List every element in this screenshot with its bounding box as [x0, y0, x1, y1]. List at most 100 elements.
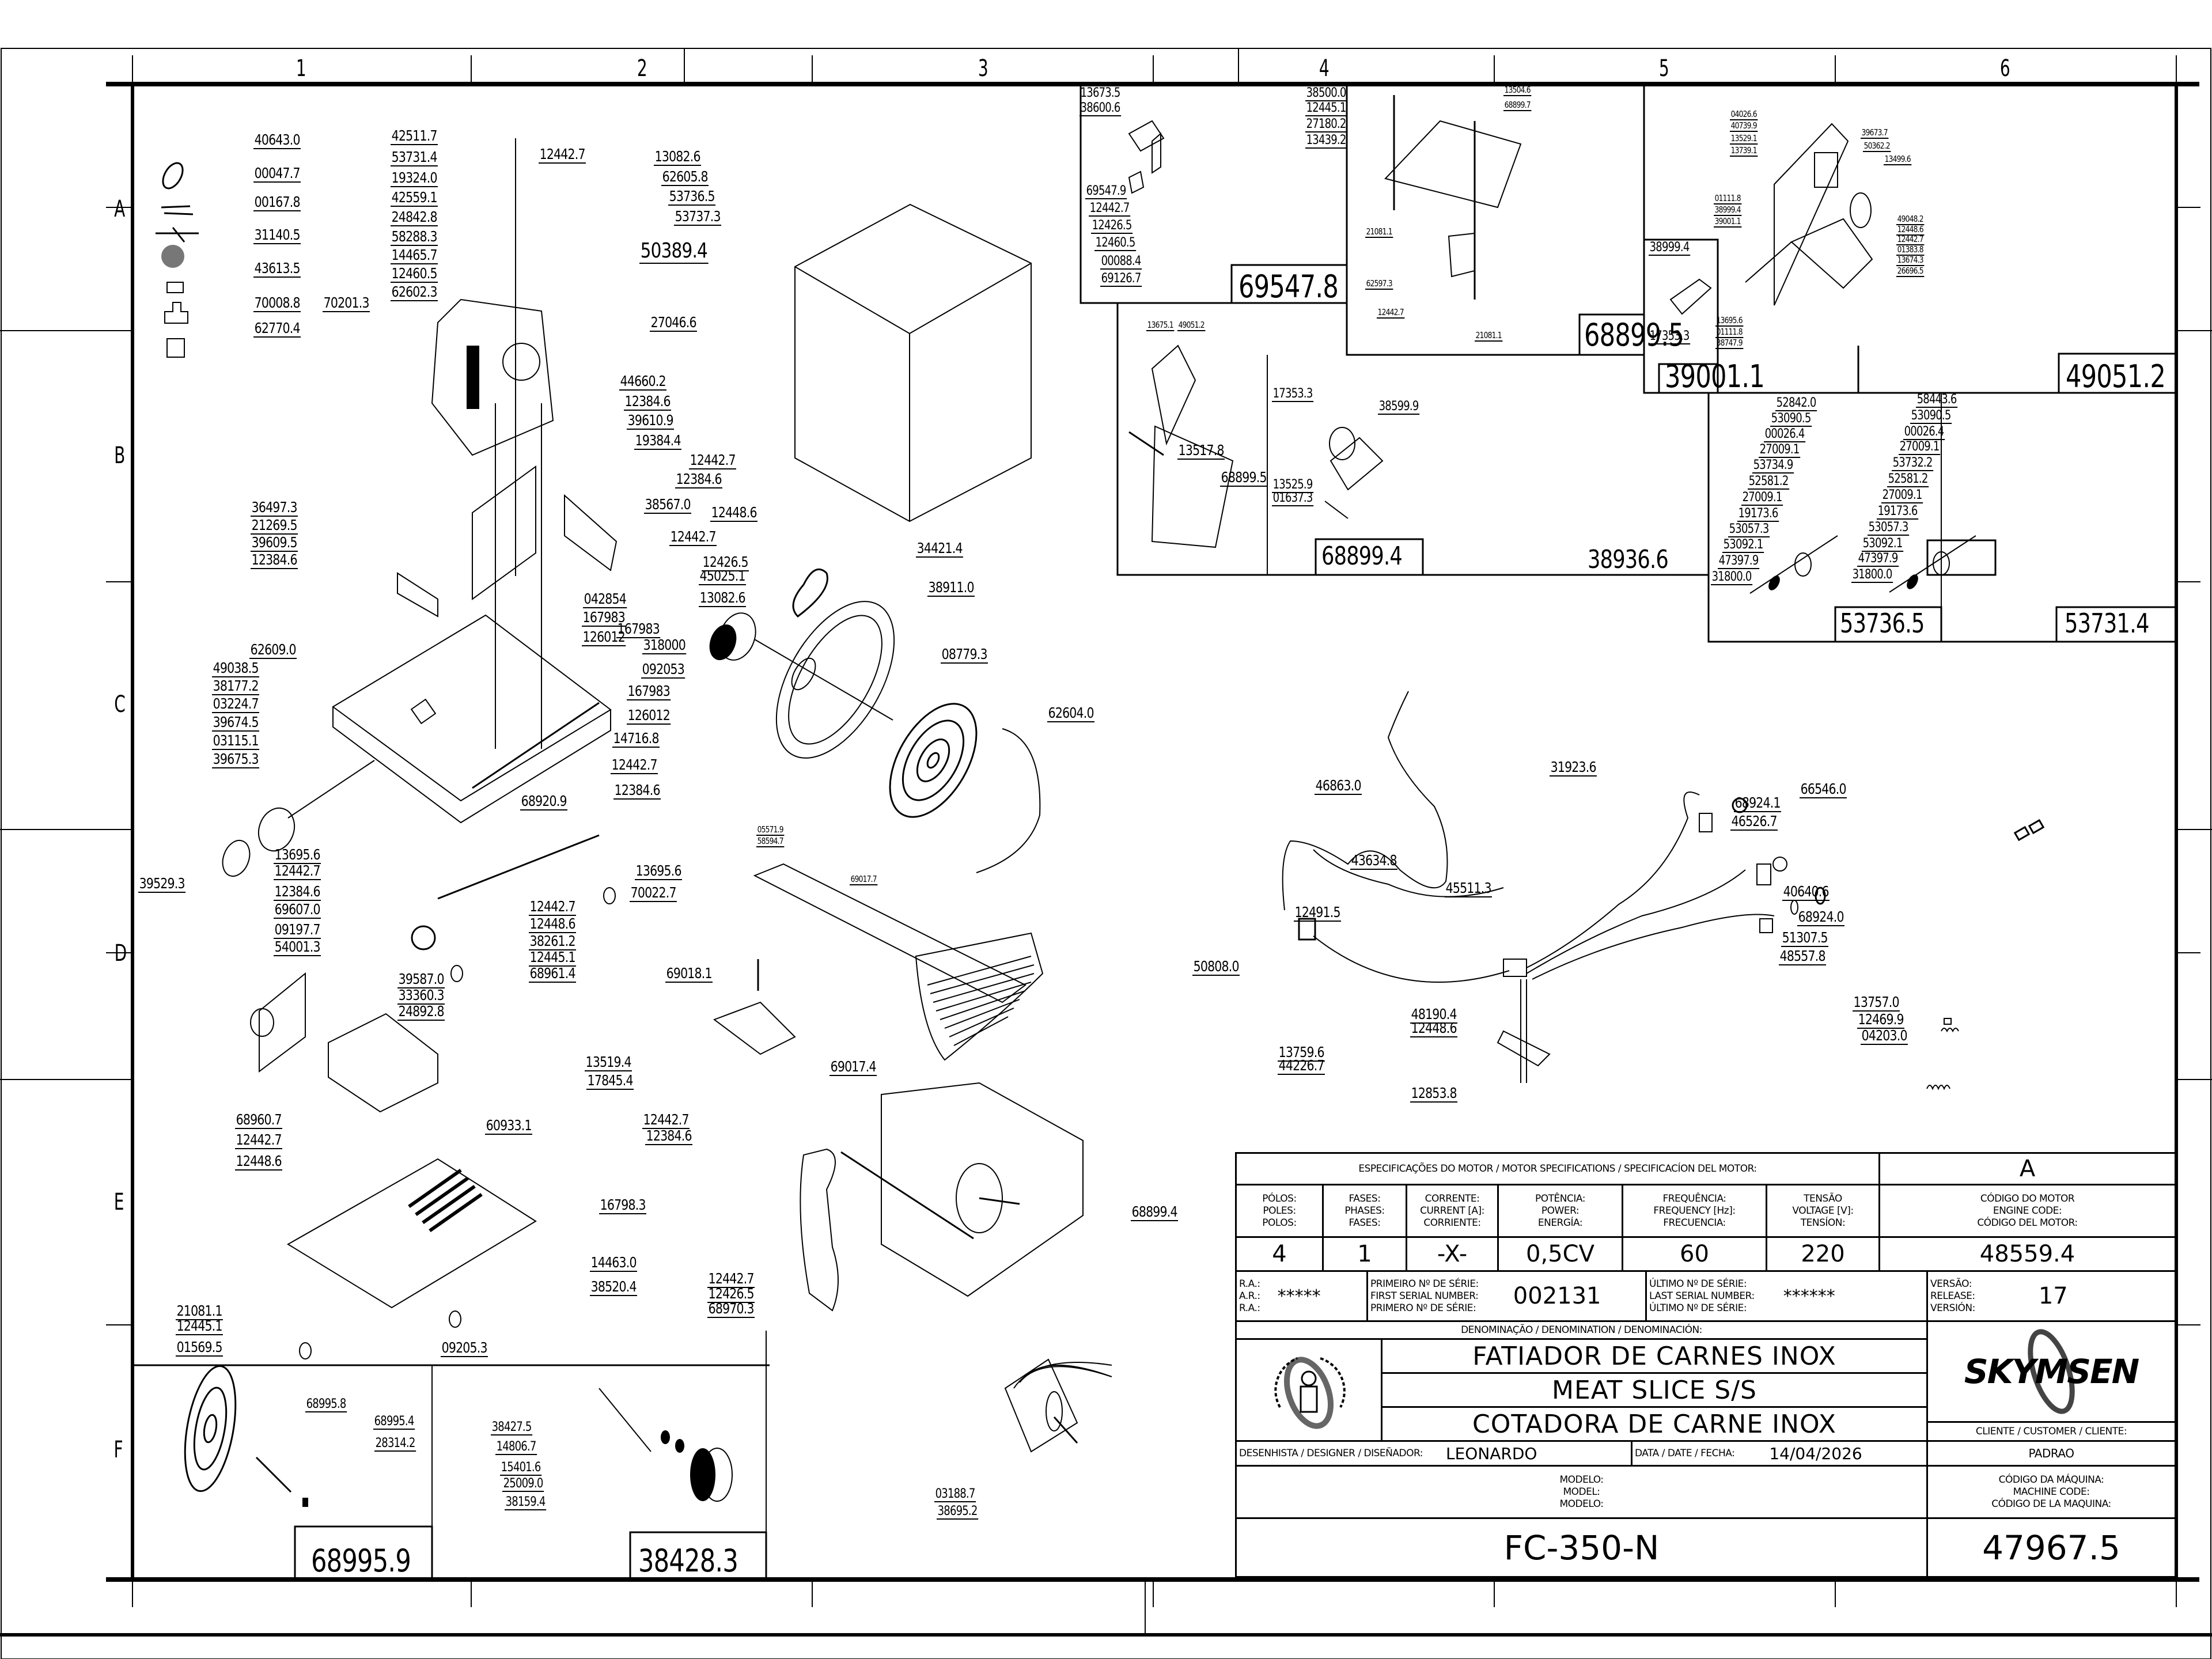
part-label[interactable]: 39610.9	[627, 412, 675, 430]
part-label[interactable]: 69126.7	[1100, 271, 1142, 287]
part-label[interactable]: 52842.0	[1775, 396, 1817, 411]
part-label[interactable]: 70008.8	[253, 294, 301, 312]
part-label[interactable]: 68970.3	[707, 1300, 755, 1318]
part-label[interactable]: 68920.9	[520, 793, 568, 810]
part-label[interactable]: 58443.6	[1916, 392, 1958, 408]
part-label[interactable]: 38999.4	[1649, 240, 1691, 256]
part-label[interactable]: 31923.6	[1550, 759, 1597, 777]
part-label[interactable]: 62609.0	[249, 641, 297, 659]
part-label[interactable]: 68995.4	[373, 1414, 415, 1430]
part-label[interactable]: 50362.2	[1863, 141, 1891, 152]
part-label[interactable]: 47397.9	[1857, 551, 1899, 567]
part-label[interactable]: 05571.9	[756, 824, 785, 836]
part-label[interactable]: 53057.3	[1868, 520, 1910, 536]
part-label[interactable]: 00088.4	[1100, 254, 1142, 270]
part-label[interactable]: 092053	[641, 661, 685, 679]
part-label[interactable]: 52581.2	[1887, 472, 1929, 487]
part-label[interactable]: 68995.8	[305, 1397, 347, 1412]
part-label[interactable]: 46863.0	[1315, 777, 1362, 795]
part-label[interactable]: 13439.2	[1305, 133, 1347, 149]
part-label[interactable]: 68899.5	[1220, 469, 1268, 487]
part-label[interactable]: 13082.6	[699, 589, 747, 607]
part-label[interactable]: 01637.3	[1272, 491, 1314, 506]
part-label[interactable]: 04026.6	[1730, 109, 1758, 120]
part-label[interactable]: 00026.4	[1903, 425, 1945, 440]
part-label[interactable]: 24842.8	[391, 209, 438, 226]
part-label[interactable]: 38599.9	[1378, 399, 1420, 415]
part-label[interactable]: 53731.4	[391, 149, 438, 166]
part-label[interactable]: 12442.7	[689, 452, 737, 469]
part-label[interactable]: 13695.6	[274, 846, 321, 864]
part-label[interactable]: 38567.0	[644, 496, 692, 514]
part-label[interactable]: 13739.1	[1730, 145, 1758, 157]
part-label[interactable]: 40643.0	[253, 131, 301, 149]
part-label[interactable]: 12445.1	[529, 949, 577, 967]
part-label[interactable]: 13757.0	[1853, 994, 1900, 1012]
part-label[interactable]: 53736.5	[668, 188, 716, 206]
part-label[interactable]: 62597.3	[1365, 278, 1393, 290]
part-label[interactable]: 43613.5	[253, 260, 301, 278]
part-label[interactable]: 31800.0	[1711, 570, 1753, 585]
part-label[interactable]: 45025.1	[699, 567, 747, 585]
part-label[interactable]: 38747.9	[1715, 338, 1744, 349]
part-label[interactable]: 53734.9	[1752, 458, 1794, 474]
part-label[interactable]: 17353.3	[1272, 387, 1314, 402]
part-label[interactable]: 12445.1	[1305, 101, 1347, 116]
part-label[interactable]: 13499.6	[1884, 154, 1912, 165]
part-label[interactable]: 12448.6	[1896, 224, 1925, 236]
part-label[interactable]: 12426.5	[1091, 218, 1133, 234]
part-label[interactable]: 19173.6	[1737, 506, 1779, 522]
part-label[interactable]: 39001.1	[1714, 216, 1742, 228]
part-label[interactable]: 01383.8	[1896, 244, 1925, 256]
part-label[interactable]: 14465.7	[391, 247, 438, 264]
part-label[interactable]: 68899.7	[1503, 100, 1532, 111]
part-label[interactable]: 27009.1	[1759, 442, 1801, 458]
part-label[interactable]: 04203.0	[1861, 1027, 1908, 1045]
part-label[interactable]: 58288.3	[391, 228, 438, 246]
part-label[interactable]: 51307.5	[1781, 929, 1829, 947]
part-label[interactable]: 21081.1	[1365, 226, 1393, 238]
part-label[interactable]: 69018.1	[665, 965, 713, 983]
part-label[interactable]: 042854	[583, 590, 627, 608]
part-label[interactable]: 167983	[627, 683, 671, 700]
part-label[interactable]: 12384.6	[274, 883, 321, 901]
part-label[interactable]: 34421.4	[916, 540, 964, 558]
part-label[interactable]: 17353.3	[1649, 329, 1691, 344]
part-label[interactable]: 69547.9	[1085, 184, 1127, 199]
part-label[interactable]: 68924.0	[1797, 908, 1845, 926]
part-label[interactable]: 03224.7	[212, 695, 260, 713]
part-label[interactable]: 318000	[642, 637, 687, 654]
part-label[interactable]: 68961.4	[529, 965, 577, 983]
part-label[interactable]: 62770.4	[253, 320, 301, 338]
part-label[interactable]: 13504.6	[1503, 85, 1532, 96]
part-label[interactable]: 13673.5	[1080, 86, 1121, 100]
part-label[interactable]: 16798.3	[599, 1196, 647, 1214]
part-label[interactable]: 53057.3	[1728, 522, 1770, 537]
part-label[interactable]: 01569.5	[176, 1339, 224, 1357]
part-label[interactable]: 03115.1	[212, 732, 260, 750]
part-label[interactable]: 38177.2	[212, 677, 260, 695]
part-label[interactable]: 60933.1	[485, 1117, 533, 1135]
part-label[interactable]: 13695.6	[635, 862, 683, 880]
part-label[interactable]: 01111.8	[1715, 327, 1744, 338]
part-label[interactable]: 38520.4	[590, 1278, 638, 1296]
part-label[interactable]: 69607.0	[274, 901, 321, 919]
part-label[interactable]: 12442.7	[1089, 201, 1131, 217]
part-label[interactable]: 53092.1	[1862, 536, 1904, 552]
part-label[interactable]: 12460.5	[391, 265, 438, 283]
part-label[interactable]: 68924.1	[1734, 794, 1782, 812]
part-label[interactable]: 49051.2	[1177, 320, 1206, 331]
part-label[interactable]: 62604.0	[1047, 704, 1095, 722]
part-label[interactable]: 12384.6	[675, 471, 723, 488]
part-label[interactable]: 03188.7	[934, 1487, 976, 1502]
part-label[interactable]: 38600.6	[1080, 101, 1122, 116]
part-label[interactable]: 39609.5	[251, 534, 298, 552]
part-label[interactable]: 38695.2	[937, 1504, 979, 1520]
part-label[interactable]: 12442.7	[707, 1270, 755, 1288]
part-label[interactable]: 17845.4	[586, 1072, 634, 1090]
part-label[interactable]: 12442.7	[1377, 307, 1405, 319]
part-label[interactable]: 12384.6	[624, 393, 672, 411]
part-label[interactable]: 43634.8	[1350, 852, 1398, 870]
part-label[interactable]: 49048.2	[1896, 214, 1925, 225]
part-label[interactable]: 68960.7	[235, 1111, 283, 1129]
